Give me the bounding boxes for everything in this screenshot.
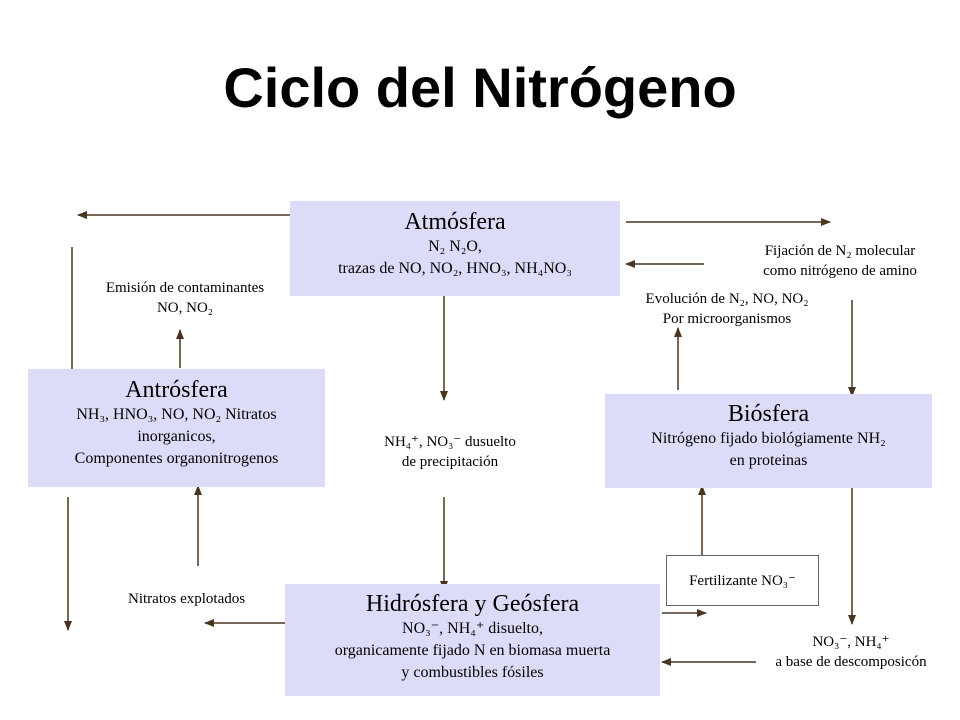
antrosfera-line-1: NH₃, HNO₃, NO, NO₂ Nitratos (76, 406, 277, 423)
label-nitratos-explotados: Nitratos explotados (128, 591, 246, 607)
label-fijacion: Fijación de N₂ molecular como nitrógeno … (730, 241, 950, 281)
hidrosfera-line-3: y combustibles fósiles (401, 664, 544, 681)
label-evolucion-line-1: Evolución de N₂, NO, NO₂ (645, 291, 809, 307)
label-emision: Emisión de contaminantes NO, NO₂ (80, 278, 290, 318)
label-descomp-line-2: a base de descomposicón (775, 654, 927, 670)
label-evolucion-line-2: Por microorganismos (662, 311, 792, 327)
biosfera-line-1: Nitrógeno fijado biológiamente NH₂ (651, 430, 886, 447)
atmosfera-line-1: N₂ N₂O, (428, 238, 482, 255)
label-precip-line-1: NH₄⁺, NO₃⁻ dusuelto (384, 434, 516, 450)
biosfera-line-2: en proteinas (729, 452, 808, 469)
antrosfera-title: Antrósfera (125, 377, 228, 403)
biosfera-title: Biósfera (727, 401, 810, 427)
atmosfera-line-2: trazas de NO, NO₂, HNO₃, NH₄NO₃ (338, 260, 572, 277)
label-emision-line-1: Emisión de contaminantes (105, 280, 265, 296)
label-precip-line-2: de precipitación (401, 454, 499, 470)
antrosfera-box: Antrósfera NH₃, HNO₃, NO, NO₂ Nitratos i… (28, 369, 325, 487)
antrosfera-line-3: Componentes organonitrogenos (74, 450, 279, 467)
label-descomp-line-1: NO₃⁻, NH₄⁺ (812, 634, 890, 650)
label-precipitacion: NH₄⁺, NO₃⁻ dusuelto de precipitación (350, 432, 550, 472)
hidrosfera-title: Hidrósfera y Geósfera (365, 591, 580, 617)
label-descomposicion: NO₃⁻, NH₄⁺ a base de descomposicón (742, 632, 960, 672)
atmosfera-title: Atmósfera (404, 209, 506, 235)
label-fijacion-line-1: Fijación de N₂ molecular (764, 243, 916, 259)
page-title: Ciclo del Nitrógeno (223, 56, 737, 119)
hidrosfera-line-1: NO₃⁻, NH₄⁺ disuelto, (402, 620, 543, 637)
label-fijacion-line-2: como nitrógeno de amino (763, 263, 917, 279)
biosfera-box: Biósfera Nitrógeno fijado biológiamente … (605, 394, 932, 488)
label-emision-line-2: NO, NO₂ (156, 300, 214, 316)
atmosfera-box: Atmósfera N₂ N₂O, trazas de NO, NO₂, HNO… (290, 201, 620, 296)
hidrosfera-box: Hidrósfera y Geósfera NO₃⁻, NH₄⁺ disuelt… (285, 584, 660, 696)
label-evolucion: Evolución de N₂, NO, NO₂ Por microorgani… (612, 289, 842, 329)
antrosfera-line-2: inorganicos, (137, 428, 216, 445)
hidrosfera-line-2: organicamente fijado N en biomasa muerta (334, 642, 611, 659)
fertilizante-box: Fertilizante NO₃⁻ (666, 555, 819, 606)
